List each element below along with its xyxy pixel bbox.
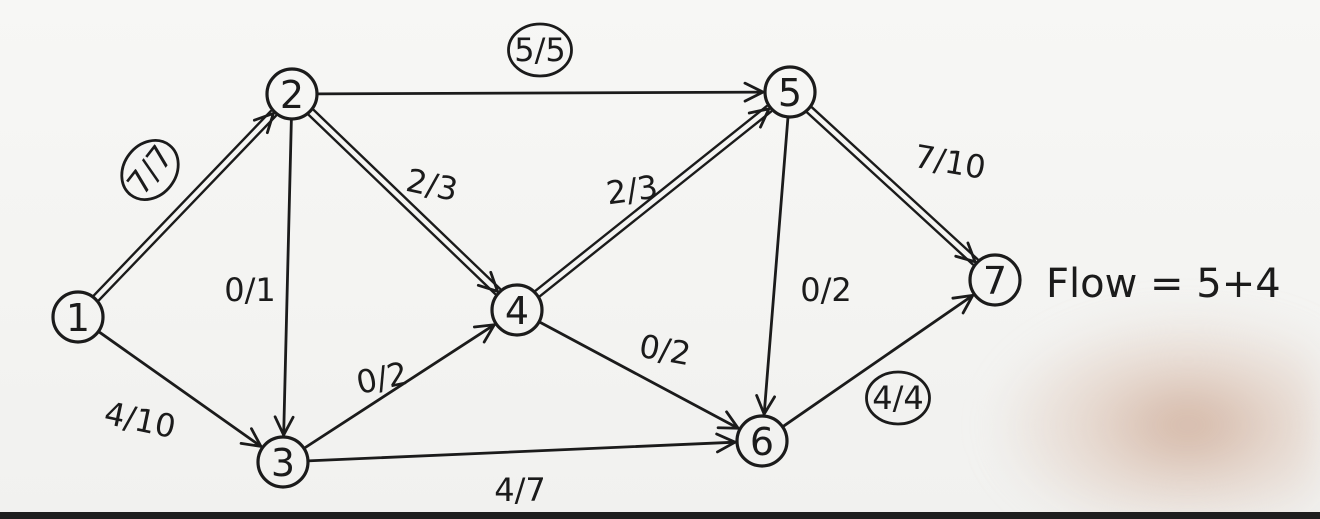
edge-capacity-label: 5/5	[514, 31, 566, 69]
edge-line	[311, 107, 502, 290]
node-circle	[256, 435, 310, 489]
edge-6-7	[781, 293, 975, 429]
edge-2-4	[306, 107, 502, 296]
arrow-head	[716, 410, 740, 430]
edge-label-2-3: 0/1	[224, 271, 276, 309]
edge-capacity-label: 4/10	[101, 394, 179, 446]
edge-line	[315, 90, 765, 96]
edge-line	[533, 104, 768, 293]
edge-label-6-7: 4/4	[865, 370, 931, 426]
label-circle	[120, 139, 180, 201]
edge-5-6	[755, 115, 790, 416]
node-4: 4	[490, 283, 544, 337]
nodes-layer: 1 2 3 4 5 6 7	[51, 65, 1022, 489]
edge-capacity-label: 4/4	[872, 379, 924, 417]
label-circle	[865, 370, 931, 426]
arrow-head	[472, 323, 496, 344]
edge-line	[762, 115, 790, 416]
edge-capacity-label: 0/2	[800, 271, 852, 309]
node-label: 3	[271, 441, 295, 485]
edge-label-2-5: 5/5	[507, 22, 573, 78]
node-1: 1	[51, 290, 105, 344]
arrow-head	[951, 293, 975, 315]
edge-3-4	[302, 323, 496, 450]
edge-5-7	[804, 105, 979, 266]
node-2: 2	[265, 67, 319, 121]
node-circle	[763, 65, 817, 119]
edge-line	[302, 323, 496, 450]
edge-3-6	[306, 432, 737, 463]
node-5: 5	[763, 65, 817, 119]
edge-line	[282, 117, 293, 437]
edge-line	[306, 440, 737, 463]
edge-4-6	[537, 320, 740, 430]
node-6: 6	[735, 414, 789, 468]
node-label: 6	[750, 420, 774, 464]
arrow-head	[476, 270, 499, 293]
node-label: 4	[505, 289, 529, 333]
node-7: 7	[968, 253, 1022, 307]
arrow-head	[273, 415, 295, 437]
arrow-head	[252, 112, 275, 135]
label-circle	[507, 22, 573, 78]
edge-label-3-4: 0/2	[353, 354, 411, 402]
edge-line	[537, 320, 740, 430]
edge-line	[537, 110, 773, 299]
node-label: 5	[778, 71, 802, 115]
edge-capacity-label: 2/3	[604, 168, 660, 213]
edge-line	[809, 105, 979, 261]
arrow-head	[954, 241, 977, 264]
edge-line	[97, 330, 263, 448]
arrow-head	[715, 432, 737, 454]
edge-line	[91, 109, 272, 298]
node-circle	[735, 414, 789, 468]
edge-label-1-2: 7/7	[119, 138, 181, 202]
edge-capacity-label: 2/3	[403, 161, 461, 209]
edges-layer	[91, 81, 979, 463]
edge-labels-layer: 7/7 4/10 5/5 0/1 2/3 0/2 4/7 2/3 0/2 0/2 7/10 4/4	[101, 22, 989, 509]
edge-capacity-label: 0/2	[353, 354, 411, 402]
node-label: 7	[983, 259, 1007, 303]
edge-capacity-label: 0/1	[224, 271, 276, 309]
arrow-head	[743, 81, 765, 103]
edge-capacity-label: 4/7	[494, 471, 546, 509]
edge-label-1-3: 4/10	[101, 394, 179, 446]
edge-1-3	[97, 330, 263, 448]
edge-line	[306, 112, 497, 296]
flow-annotation: Flow = 5+4	[1046, 261, 1281, 307]
node-label: 1	[66, 296, 90, 340]
node-circle	[968, 253, 1022, 307]
node-circle	[265, 67, 319, 121]
edge-label-4-5: 2/3	[604, 168, 660, 213]
edge-4-5	[533, 104, 773, 299]
edge-2-5	[315, 81, 765, 103]
edge-label-4-6: 0/2	[636, 327, 693, 373]
edge-line	[96, 114, 278, 303]
node-circle	[490, 283, 544, 337]
node-3: 3	[256, 435, 310, 489]
edge-label-5-6: 0/2	[800, 271, 852, 309]
edge-label-5-7: 7/10	[911, 137, 988, 187]
edge-2-3	[273, 117, 295, 437]
edge-capacity-label: 0/2	[636, 327, 693, 373]
edge-line	[804, 110, 974, 266]
arrow-head	[755, 394, 776, 416]
bottom-edge	[0, 512, 1320, 519]
edge-label-3-6: 4/7	[494, 471, 546, 509]
arrow-head	[239, 427, 263, 448]
edge-label-2-4: 2/3	[403, 161, 461, 209]
edge-line	[781, 293, 975, 429]
node-label: 2	[280, 73, 304, 117]
arrow-head	[747, 107, 771, 129]
edge-capacity-label: 7/10	[911, 137, 988, 187]
edge-1-2	[91, 109, 278, 303]
node-circle	[51, 290, 105, 344]
